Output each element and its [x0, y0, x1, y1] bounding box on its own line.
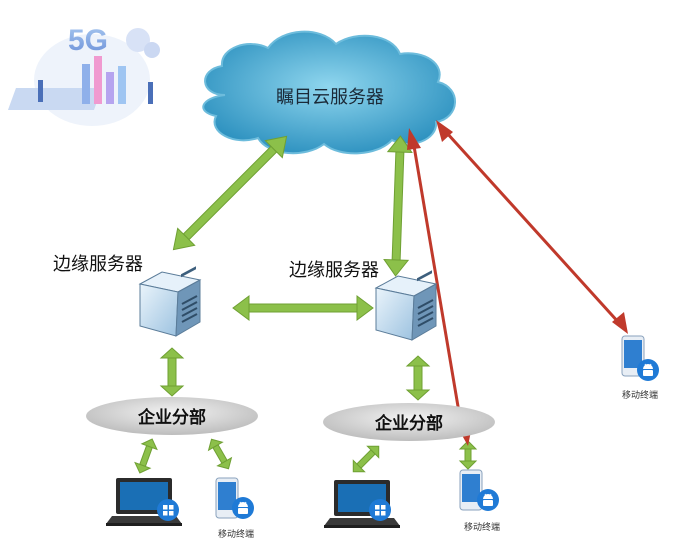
edge-server-2: 边缘服务器	[289, 260, 437, 341]
link-branch2-laptop2	[352, 445, 380, 473]
link-branch1-mobile1	[207, 438, 233, 470]
server-icon	[375, 269, 437, 341]
green-links	[134, 135, 478, 474]
branch-1: 企业分部	[86, 397, 258, 435]
cloud-label: 瞩目云服务器	[276, 87, 384, 108]
edge-server-2-label: 边缘服务器	[289, 260, 379, 281]
edge-server-1: 边缘服务器	[53, 254, 201, 337]
5g-logo: 5G	[7, 24, 160, 126]
branch-2: 企业分部	[323, 403, 495, 441]
link-branch1-laptop1	[134, 438, 158, 474]
server-icon	[139, 265, 201, 337]
windows-icon	[369, 499, 391, 521]
mobile-terminal-1-label: 移动终端	[218, 528, 254, 540]
android-icon	[476, 488, 500, 512]
windows-icon	[157, 499, 179, 521]
edge-server-1-label: 边缘服务器	[53, 254, 143, 275]
android-icon	[231, 496, 255, 520]
android-icon	[636, 358, 660, 382]
link-cloud-edge2	[383, 135, 413, 277]
link-cloud-mobile3	[444, 130, 622, 326]
link-edge1-branch1	[159, 347, 185, 397]
mobile-terminal-3-label: 移动终端	[622, 389, 658, 401]
link-edge1-edge2	[232, 295, 374, 321]
mobile-terminal-2-label: 移动终端	[464, 521, 500, 533]
5g-logo-text: 5G	[68, 24, 108, 57]
branch-1-label: 企业分部	[137, 407, 206, 428]
link-cloud-edge1	[172, 135, 288, 251]
link-edge2-branch2	[405, 355, 431, 401]
link-cloud-mobile2	[412, 145, 465, 437]
cloud-server: 瞩目云服务器	[202, 30, 456, 155]
red-links	[407, 120, 628, 446]
branch-2-label: 企业分部	[374, 413, 443, 434]
cloud-icon	[202, 30, 456, 155]
